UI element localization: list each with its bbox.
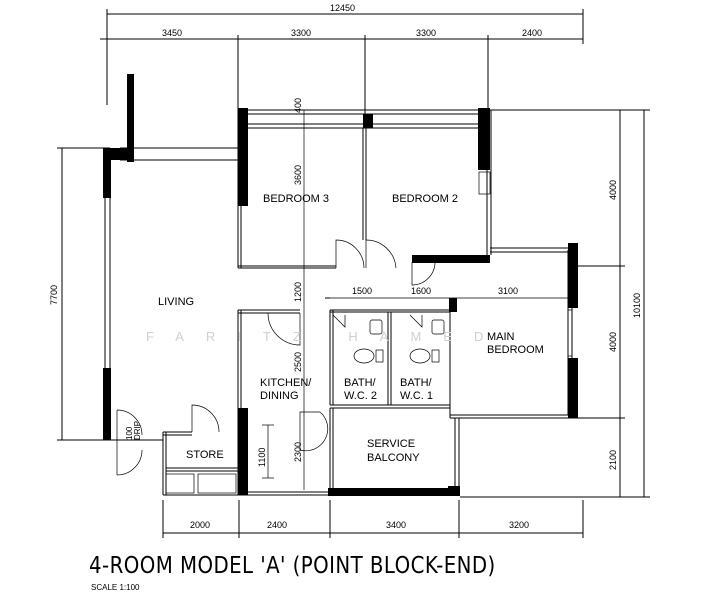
room-service-balcony-line1: SERVICE — [367, 438, 415, 450]
doors — [116, 239, 436, 476]
dim-inner-3100: 3100 — [498, 286, 518, 296]
room-bath-2-line1: BATH/ — [344, 377, 377, 389]
dim-inner-1500: 1500 — [352, 286, 372, 296]
room-kitchen-line1: KITCHEN/ — [260, 377, 312, 389]
dim-top-3: 3300 — [416, 28, 436, 38]
room-main-bedroom-line1: MAIN — [487, 331, 515, 343]
dim-right-1: 4000 — [608, 180, 618, 200]
dim-inner-400: 400 — [293, 98, 303, 113]
watermark: FARITZ HAMED — [146, 329, 505, 344]
dim-right-3: 2100 — [608, 450, 618, 470]
wall-lines — [104, 109, 575, 496]
dim-top-total: 12450 — [330, 3, 355, 13]
dim-inner-1600: 1600 — [411, 286, 431, 296]
dim-bottom-3: 3400 — [386, 520, 406, 530]
top-dimension-lines — [100, 9, 584, 155]
dim-inner-2300: 2300 — [293, 442, 303, 462]
inner-dimension-lines — [262, 110, 572, 490]
refuse-chute-label-1: 100 — [125, 426, 134, 440]
room-living: LIVING — [158, 296, 194, 308]
room-service-balcony-line2: BALCONY — [367, 452, 420, 464]
dim-inner-1100: 1100 — [257, 448, 267, 467]
room-main-bedroom-line2: BEDROOM — [487, 344, 544, 356]
dim-bottom-1: 2000 — [190, 520, 210, 530]
room-kitchen-line2: DINING — [260, 390, 299, 402]
left-dimension-lines — [57, 147, 110, 441]
dim-top-1: 3450 — [162, 28, 182, 38]
dim-top-4: 2400 — [522, 28, 542, 38]
dim-left-total: 7700 — [49, 285, 59, 305]
plan-scale: SCALE 1:100 — [91, 583, 140, 592]
dim-bottom-2: 2400 — [267, 520, 287, 530]
room-bath-1-line2: W.C. 1 — [400, 390, 433, 402]
refuse-chute-label-2: DRIP — [133, 421, 142, 440]
dim-bottom-4: 3200 — [509, 520, 529, 530]
room-bath-1-line1: BATH/ — [400, 377, 433, 389]
right-dimension-lines — [460, 109, 650, 498]
bottom-dimension-lines — [162, 500, 584, 538]
dim-top-2: 3300 — [291, 28, 311, 38]
windows — [478, 171, 573, 357]
room-bath-2-line2: W.C. 2 — [344, 390, 377, 402]
dim-right-2: 4000 — [608, 332, 618, 352]
solid-walls — [103, 74, 578, 496]
plan-title: 4-ROOM MODEL 'A' (POINT BLOCK-END) — [89, 553, 496, 579]
room-bedroom-3: BEDROOM 3 — [263, 193, 329, 205]
dim-inner-1200: 1200 — [293, 282, 303, 302]
room-store: STORE — [186, 449, 224, 461]
bath-fixtures — [353, 319, 445, 364]
room-bedroom-2: BEDROOM 2 — [392, 193, 458, 205]
dim-right-total: 10100 — [632, 293, 642, 318]
dim-inner-3600: 3600 — [293, 165, 303, 185]
dim-inner-2500: 2500 — [293, 352, 303, 372]
